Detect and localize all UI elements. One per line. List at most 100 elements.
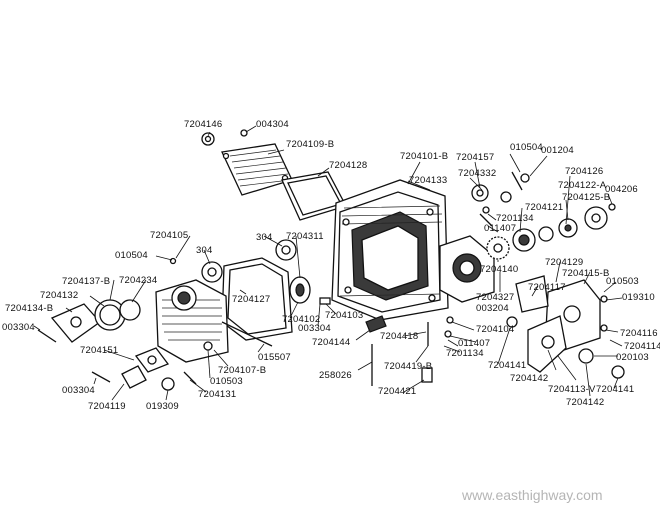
part-rod-015507 [221,321,273,347]
label-7204311: 7204311 [286,231,324,242]
label-7204419-B: 7204419-B [384,361,432,372]
part-knob-019309 [161,377,175,391]
part-screw-7204116 [600,324,608,332]
label-011407-top: 011407 [484,223,516,234]
label-003304-left: 003304 [2,322,35,333]
label-7204115-B: 7204115-B [562,268,610,279]
label-7204119: 7204119 [88,401,126,412]
part-screw-003304-b [91,371,111,383]
part-flange-7204151 [134,347,170,373]
label-003304-bottom: 003304 [62,385,95,396]
label-010504-left: 010504 [115,250,148,261]
part-washer-7204141-a [506,316,518,328]
label-7204142-right: 7204142 [566,397,604,408]
label-7204418: 7204418 [380,331,418,342]
part-collar [500,191,512,203]
part-plate-7204134-B [50,303,101,343]
leader-lines [33,125,623,401]
part-top-cover-7204109-B [221,143,293,196]
part-gasket-7204127 [221,257,293,341]
label-304-left: 304 [196,245,212,256]
label-7204127: 7204127 [232,294,270,305]
label-7204132: 7204132 [40,290,78,301]
label-7204151: 7204151 [80,345,118,356]
label-015507: 015507 [258,352,291,363]
label-7204114: 7204114 [624,341,660,352]
label-7204121: 7204121 [525,202,563,213]
label-7204128: 7204128 [329,160,367,171]
part-clip-7204103 [319,297,331,305]
label-7201134-bottom: 7201134 [446,348,484,359]
label-010503-bottom: 010503 [210,376,243,387]
part-shaft-7201134 [479,213,493,227]
label-7204117: 7204117 [528,282,566,293]
label-7204113-V: 7204113-V [548,384,596,395]
parts-layer [37,129,625,391]
part-bush-7204311 [289,276,311,304]
part-main-housing-7204101-B [331,179,449,321]
part-screw-019310 [600,295,608,303]
label-7204103: 7204103 [325,310,363,321]
label-7204141-right: 7204141 [596,384,634,395]
part-pin-7204131 [183,371,197,385]
label-004304: 004304 [256,119,289,130]
label-004206: 004206 [605,184,638,195]
label-003204: 003204 [476,303,509,314]
label-258026: 258026 [319,370,352,381]
label-7204421: 7204421 [378,386,416,397]
part-lever-7204113-V [527,315,567,373]
part-bush-7204142 [578,348,594,364]
label-7204104: 7204104 [476,324,514,335]
part-ring-7204234 [119,299,141,321]
part-labels: 7204146 004304 7204109-B 7204128 7204101… [2,119,660,412]
label-7204116: 7204116 [620,328,658,339]
label-010503-right: 010503 [606,276,639,287]
label-7204134-B: 7204134-B [5,303,53,314]
label-7204125-B: 7204125-B [562,192,610,203]
label-010504-top: 010504 [510,142,543,153]
label-011407-bottom: 011407 [458,338,490,349]
label-7204234: 7204234 [119,275,157,286]
part-gear-7204140 [486,236,510,260]
part-washer-7204104 [446,316,454,324]
label-7204102: 7204102 [282,314,320,325]
label-7204137-B: 7204137-B [62,276,110,287]
label-7204105: 7204105 [150,230,188,241]
label-7204133: 7204133 [409,175,447,186]
label-019310: 019310 [622,292,655,303]
label-304-center: 304 [256,232,272,243]
part-block-7204144 [365,315,387,333]
label-7204146: 7204146 [184,119,222,130]
label-7204101-B: 7204101-B [400,151,448,162]
part-pin-7204157 [511,171,523,191]
part-screw-7204105 [169,257,177,265]
part-left-cover-7204107-B [155,279,229,363]
label-7204107-B: 7204107-B [218,365,266,376]
label-020103: 020103 [616,352,649,363]
label-001204: 001204 [541,145,574,156]
part-plate-7204119 [121,365,147,389]
part-washer-7204141-b [611,365,625,379]
label-7204129: 7204129 [545,257,583,268]
label-7204327: 7204327 [476,292,514,303]
label-7204140: 7204140 [480,264,518,275]
part-screw-003304-a [37,329,57,343]
label-003304-center: 003304 [298,323,331,334]
part-screw-004206 [608,203,616,211]
label-7204131: 7204131 [198,389,236,400]
part-valve-7204421 [421,367,433,383]
part-bush-group-7204125-B [512,203,616,252]
label-7204332: 7204332 [458,168,496,179]
part-screw-004304 [240,129,248,137]
label-7204122-A: 7204122-A [558,180,607,191]
label-7204126: 7204126 [565,166,603,177]
watermark-text: www.easthighway.com [461,487,603,503]
part-side-flange [439,235,495,303]
label-7204144: 7204144 [312,337,350,348]
label-7204141-center: 7204141 [488,360,526,371]
label-7204157: 7204157 [456,152,494,163]
part-nut-001204 [520,173,530,183]
label-7201134-top: 7201134 [496,213,534,224]
label-7204142-center: 7204142 [510,373,548,384]
